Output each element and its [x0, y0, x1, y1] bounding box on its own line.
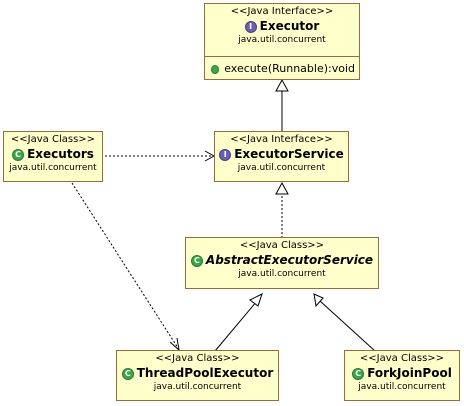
dependency-arrowhead — [169, 337, 180, 352]
stereotype-label: <<Java Class>> — [239, 240, 325, 251]
class-icon: C — [121, 367, 134, 380]
edge-executors-threadpoolexecutor — [71, 182, 179, 349]
package-label: java.util.concurrent — [9, 163, 97, 173]
interface-icon: I — [219, 148, 232, 161]
executors-class-box[interactable]: <<Java Class>> C Executors java.util.con… — [3, 131, 103, 182]
stereotype-label: <<Java Class>> — [10, 134, 96, 145]
inheritance-arrowhead — [275, 78, 289, 92]
inheritance-arrowhead — [313, 293, 324, 308]
class-icon: C — [352, 367, 365, 380]
forkjoinpool-class-box[interactable]: <<Java Class>> C ForkJoinPool java.util.… — [344, 350, 460, 401]
inheritance-arrowhead — [249, 293, 263, 307]
edge-forkjoinpool-abstractexecutorservice — [319, 300, 376, 352]
stereotype-label: <<Java Interface>> — [230, 6, 334, 17]
package-label: java.util.concurrent — [153, 382, 242, 392]
public-method-icon — [211, 64, 220, 74]
package-label: java.util.concurrent — [237, 163, 326, 173]
package-label: java.util.concurrent — [358, 382, 446, 392]
stereotype-label: <<Java Class>> — [155, 353, 240, 364]
class-name: ForkJoinPool — [367, 366, 452, 380]
interface-icon: I — [244, 20, 257, 33]
class-name: Executors — [27, 147, 94, 161]
stereotype-label: <<Java Interface>> — [230, 134, 333, 145]
abstract-class-icon: C — [190, 254, 203, 267]
class-name: Executor — [259, 19, 320, 33]
realization-arrowhead — [275, 181, 289, 195]
class-icon: C — [12, 148, 25, 161]
method-row[interactable]: execute(Runnable):void — [211, 62, 355, 76]
class-name: AbstractExecutorService — [205, 253, 374, 267]
class-name: ExecutorService — [234, 147, 344, 161]
package-label: java.util.concurrent — [238, 269, 326, 279]
stereotype-label: <<Java Class>> — [359, 353, 445, 364]
compartment-divider — [205, 56, 359, 57]
class-name: ThreadPoolExecutor — [136, 366, 274, 380]
package-label: java.util.concurrent — [238, 35, 326, 45]
abstractexecutorservice-class-box[interactable]: <<Java Class>> C AbstractExecutorService… — [185, 237, 379, 289]
method-signature: execute(Runnable):void — [224, 62, 355, 75]
edge-threadpoolexecutor-abstractexecutorservice — [214, 300, 258, 352]
threadpoolexecutor-class-box[interactable]: <<Java Class>> C ThreadPoolExecutor java… — [116, 350, 279, 401]
executor-interface-box[interactable]: <<Java Interface>> I Executor java.util.… — [204, 3, 360, 80]
executorservice-interface-box[interactable]: <<Java Interface>> I ExecutorService jav… — [214, 131, 349, 182]
